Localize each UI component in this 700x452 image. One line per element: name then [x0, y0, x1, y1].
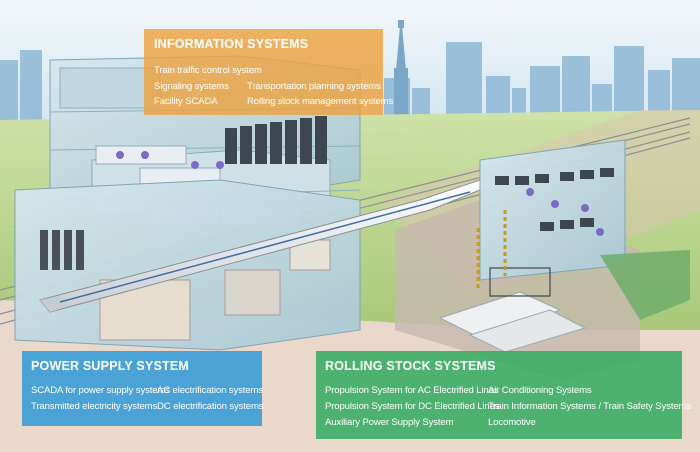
rolling-item-propulsion-ac: Propulsion System for AC Electrified Lin…	[325, 385, 499, 396]
rolling-item-propulsion-dc: Propulsion System for DC Electrified Lin…	[325, 401, 500, 412]
rolling-item-locomotive: Locomotive	[488, 417, 536, 428]
rolling-stock-systems-title: ROLLING STOCK SYSTEMS	[325, 359, 496, 373]
rolling-item-air-conditioning: Air Conditioning Systems	[488, 385, 592, 396]
info-item-signaling: Signaling systems	[154, 81, 229, 92]
rolling-stock-systems-panel: ROLLING STOCK SYSTEMS Propulsion System …	[316, 351, 691, 439]
depot-building	[395, 139, 690, 380]
information-systems-title: INFORMATION SYSTEMS	[154, 37, 309, 51]
power-item-dc-electrification: DC electrification systems	[157, 401, 264, 412]
power-item-scada: SCADA for power supply systems	[31, 385, 170, 396]
info-item-rolling-stock-management: Rolling stock management systems	[247, 96, 394, 107]
city-skyline	[0, 42, 700, 120]
rolling-item-train-information-safety: Train Information Systems / Train Safety…	[488, 401, 692, 412]
power-item-ac-electrification: AC electrification systems	[157, 385, 263, 396]
info-item-facility-scada: Facility SCADA	[154, 96, 218, 107]
info-item-train-traffic-control: Train traffic control system	[154, 65, 262, 76]
power-supply-system-panel: POWER SUPPLY SYSTEM SCADA for power supp…	[22, 351, 264, 426]
power-item-transmitted-electricity: Transmitted electricity systems	[31, 401, 158, 412]
info-item-transportation-planning: Transportation planning systems	[247, 81, 381, 92]
rolling-item-auxiliary-power: Auxiliary Power Supply System	[325, 417, 454, 428]
tower-silhouette	[394, 20, 408, 120]
power-supply-system-title: POWER SUPPLY SYSTEM	[31, 359, 190, 373]
information-systems-panel: INFORMATION SYSTEMS Train traffic contro…	[144, 29, 393, 115]
